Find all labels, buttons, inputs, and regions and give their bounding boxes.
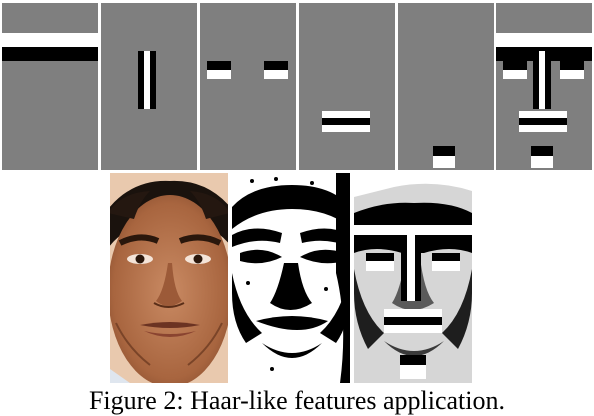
feature-white-band [560, 70, 584, 79]
feature-white-band [322, 125, 370, 132]
feature-black-band [531, 146, 553, 156]
binarized-face [232, 173, 350, 383]
feature-white-band [144, 51, 150, 109]
figure-caption: Figure 2: Haar-like features application… [88, 386, 506, 415]
feature-black-band [545, 51, 551, 109]
feature-black-band [533, 51, 539, 109]
face-with-features-image [354, 173, 472, 383]
feature-black-band [519, 118, 567, 125]
feature-white-band [503, 70, 527, 79]
binarized-face-image [232, 173, 350, 383]
feature-white-band [207, 70, 231, 79]
feature-white-band [496, 33, 592, 47]
feature-white-band [539, 51, 545, 109]
feature-white-band [519, 111, 567, 118]
feature-white-band [519, 125, 567, 132]
feature-white-band [531, 156, 553, 168]
face-with-features [354, 173, 472, 383]
feature-tile-eye-pair [200, 3, 296, 170]
feature-black-band [322, 118, 370, 125]
feature-black-band [433, 146, 455, 156]
feature-black-band [503, 61, 527, 70]
feature-tile-mouth-line [299, 3, 395, 170]
feature-tile-chin [398, 3, 494, 170]
feature-tile-vertical-line [101, 3, 197, 170]
feature-black-band [150, 51, 156, 109]
feature-white-band [433, 156, 455, 168]
feature-tile-horizontal-edge [2, 3, 98, 170]
feature-white-band [322, 111, 370, 118]
feature-black-band [138, 51, 144, 109]
feature-black-band [207, 61, 231, 70]
feature-black-band [560, 61, 584, 70]
face-photo-image [110, 173, 228, 383]
feature-tile-combined [496, 3, 592, 170]
feature-black-band [2, 47, 98, 61]
feature-white-band [264, 70, 288, 79]
face-photo [110, 173, 228, 383]
feature-white-band [2, 33, 98, 47]
feature-black-band [264, 61, 288, 70]
